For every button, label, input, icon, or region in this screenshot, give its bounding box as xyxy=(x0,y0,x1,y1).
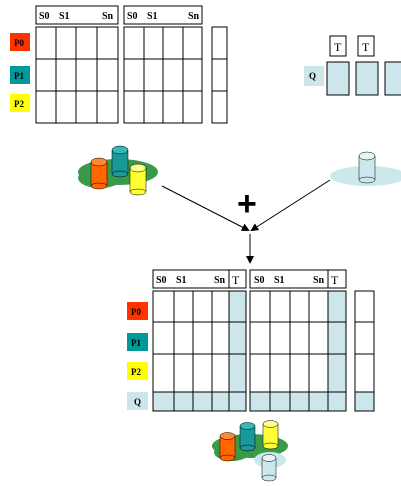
merge-arrows: + xyxy=(161,179,331,264)
right-cylinder-group xyxy=(330,151,401,186)
bottom-merged-table: S0 S1 Sn T S0 S1 Sn T xyxy=(127,269,375,412)
bottom-row-label-p1-bg xyxy=(127,333,148,351)
t-label-1: T xyxy=(334,40,342,54)
top-left-table: S0 S1 Sn S0 S1 Sn P0 P1 P2 xyxy=(10,5,228,124)
header-box-1 xyxy=(35,5,119,25)
header1-s0: S0 xyxy=(39,11,50,22)
bottom-row-label-p2-bg xyxy=(127,362,148,380)
cylinder-light-icon xyxy=(358,151,376,161)
bottom-header1-t: T xyxy=(232,273,240,287)
header2-s0: S0 xyxy=(127,11,138,22)
grid-block-1 xyxy=(35,26,119,124)
row-label-p1-bg xyxy=(10,66,30,84)
q-cell-2 xyxy=(355,61,379,96)
bottom-header2-s1: S1 xyxy=(274,275,285,286)
t-box-2 xyxy=(357,35,375,57)
row-label-p2-bg xyxy=(10,94,30,112)
header2-s1: S1 xyxy=(147,11,158,22)
bottom-row-label-q: Q xyxy=(134,397,141,407)
bottom-row-label-p0: P0 xyxy=(131,307,141,317)
bottom-row-label-q-bg xyxy=(127,392,148,410)
bottom-row-label-p2: P2 xyxy=(131,367,141,377)
bottom-cylinder-orange-icon xyxy=(219,432,236,440)
bottom-header2-s0: S0 xyxy=(254,275,265,286)
top-right-table: T T Q xyxy=(304,35,401,96)
left-cylinder-group xyxy=(78,145,158,196)
t-label-2: T xyxy=(362,40,370,54)
row-label-q-top-bg xyxy=(304,66,324,86)
q-cell-3 xyxy=(384,61,401,96)
bottom-cylinder-group xyxy=(212,420,288,482)
grid-extra-column xyxy=(211,26,228,124)
header1-sn: Sn xyxy=(102,11,114,22)
bottom-cylinder-yellow-icon xyxy=(262,420,279,428)
bottom-header2-t: T xyxy=(331,273,339,287)
bottom-header2-sn: Sn xyxy=(313,275,325,286)
bottom-row-label-p1: P1 xyxy=(131,338,141,348)
bottom-header-box-1 xyxy=(152,269,247,289)
plus-operator: + xyxy=(237,185,257,223)
q-cell-1 xyxy=(326,61,350,96)
header-box-2 xyxy=(123,5,203,25)
t-box-1 xyxy=(329,35,347,57)
row-label-p2: P2 xyxy=(14,99,24,109)
bottom-header1-s1: S1 xyxy=(176,275,187,286)
cylinder-teal-icon xyxy=(111,145,129,155)
bottom-header1-sn: Sn xyxy=(214,275,226,286)
row-label-p0-bg xyxy=(10,33,30,51)
bottom-header-box-2 xyxy=(249,269,347,289)
header2-sn: Sn xyxy=(188,11,200,22)
cylinder-orange-icon xyxy=(90,157,108,167)
bottom-header1-s0: S0 xyxy=(156,275,167,286)
row-label-q-top: Q xyxy=(309,71,316,81)
header1-s1: S1 xyxy=(59,11,70,22)
bottom-cylinder-light-icon xyxy=(261,454,277,462)
cylinder-yellow-icon xyxy=(129,163,147,173)
bottom-cylinder-teal-icon xyxy=(239,422,256,430)
row-label-p1: P1 xyxy=(14,71,24,81)
bottom-row-label-p0-bg xyxy=(127,302,148,320)
row-label-p0: P0 xyxy=(14,38,24,48)
